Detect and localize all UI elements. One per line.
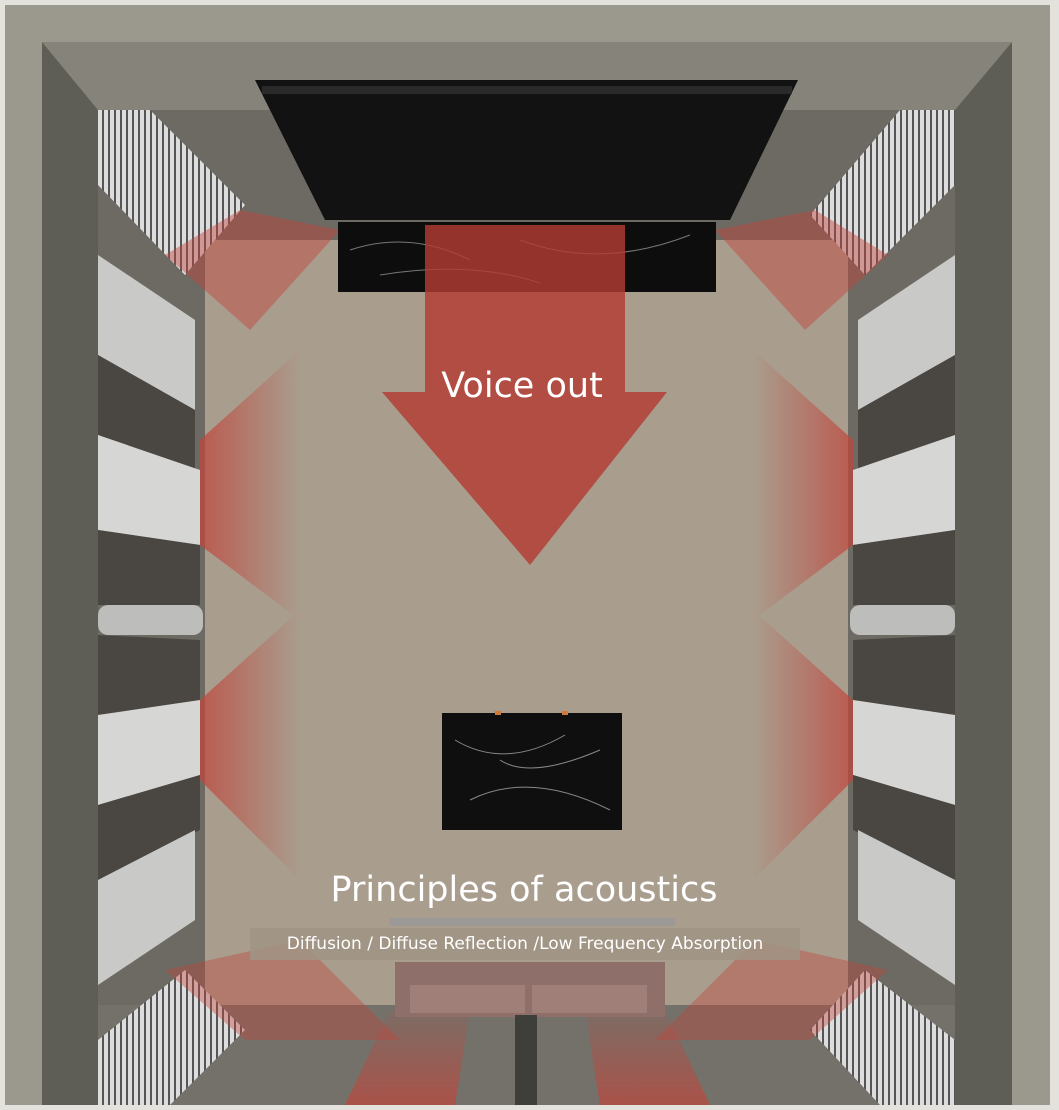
corner-diffuser-top-right [810,110,955,275]
corner-diffuser-bottom-right [810,970,955,1105]
right-wall-panels [850,255,955,985]
corner-diffuser-top-left [98,110,245,275]
corner-diffuser-bottom-left [98,970,245,1105]
coffee-table [442,713,622,830]
voice-out-arrow [382,225,667,565]
diagram-title: Principles of acoustics [330,870,718,910]
tv [255,80,798,220]
diagram-subtitle: Diffusion / Diffuse Reflection /Low Freq… [250,928,800,960]
voice-out-label: Voice out [441,366,603,406]
reflection-beams [165,210,888,1105]
sofa-back [390,918,675,926]
left-wall-panels [98,255,203,985]
